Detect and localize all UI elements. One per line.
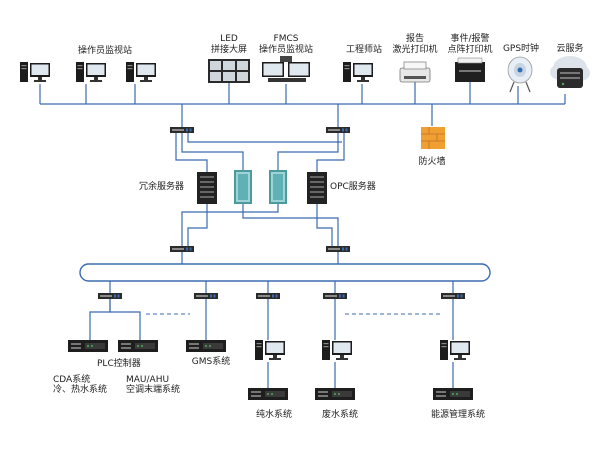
ring-switch-left-icon: [170, 246, 194, 252]
label-event: 事件/报警: [450, 34, 490, 44]
cloud-service-icon: [550, 56, 590, 88]
laser-printer-icon: [399, 61, 431, 83]
label-cda-2: 冷、热水系统: [53, 385, 108, 395]
field-switch-pure-water-icon: [256, 293, 280, 299]
label-led-2: 拼接大屏: [210, 45, 248, 55]
pure-water-pc-icon: [255, 340, 285, 360]
connection-lines: [39, 82, 566, 388]
operator-pc-3-icon: [126, 62, 156, 82]
plc-rack-1-icon: [68, 340, 108, 352]
gps-dish-icon: [507, 56, 533, 93]
dot-matrix-printer-icon: [455, 57, 485, 82]
opc-server-tower-icon: [307, 172, 327, 204]
field-switch-plc-icon: [98, 293, 122, 299]
energy-rack-icon: [433, 388, 473, 400]
label-report: 报告: [405, 34, 425, 44]
operator-pc-2-icon: [76, 62, 106, 82]
label-mau-2: 空调末端系统: [126, 385, 181, 395]
label-fmcs: FMCS: [273, 34, 299, 44]
label-fmcs-2: 操作员监视站: [258, 45, 314, 55]
label-cda: CDA系统: [53, 375, 91, 385]
ring-network: [79, 263, 491, 282]
ring-switch-right-icon: [326, 246, 350, 252]
label-engineer-station: 工程师站: [345, 45, 383, 55]
label-cloud: 云服务: [556, 44, 584, 54]
fmcs-station-icon: [262, 56, 310, 82]
label-gps: GPS时钟: [502, 44, 540, 54]
label-plc: PLC控制器: [97, 359, 141, 369]
led-wall-icon: [208, 59, 250, 83]
label-firewall: 防火墙: [418, 157, 446, 167]
label-event-2: 点阵打印机: [447, 45, 493, 55]
redundant-server-tower-icon: [197, 172, 217, 204]
label-energy: 能源管理系统: [430, 410, 486, 420]
label-mau: MAU/AHU: [126, 375, 170, 385]
label-opc-server: OPC服务器: [330, 182, 376, 192]
field-switch-waste-water-icon: [323, 293, 347, 299]
engineer-pc-icon: [343, 62, 373, 82]
core-switch-right-icon: [326, 127, 350, 133]
gms-rack-icon: [186, 340, 226, 352]
label-redundant-server: 冗余服务器: [139, 182, 185, 192]
pure-water-rack-icon: [248, 388, 288, 400]
label-report-2: 激光打印机: [392, 45, 438, 55]
firewall-icon: [421, 127, 445, 149]
server-blade-1-icon: [234, 170, 252, 204]
field-switch-energy-icon: [441, 293, 465, 299]
label-gms: GMS系统: [191, 357, 231, 367]
label-operator-station: 操作员监视站: [77, 46, 133, 56]
label-waste-water: 废水系统: [321, 410, 359, 420]
plc-rack-2-icon: [118, 340, 158, 352]
label-pure-water: 纯水系统: [255, 410, 293, 420]
waste-water-rack-icon: [315, 388, 355, 400]
waste-water-pc-icon: [322, 340, 352, 360]
operator-pc-1-icon: [20, 62, 50, 82]
label-led: LED: [220, 34, 238, 44]
core-switch-left-icon: [170, 127, 194, 133]
server-blade-2-icon: [269, 170, 287, 204]
field-switch-gms-icon: [194, 293, 218, 299]
energy-pc-icon: [440, 340, 470, 360]
